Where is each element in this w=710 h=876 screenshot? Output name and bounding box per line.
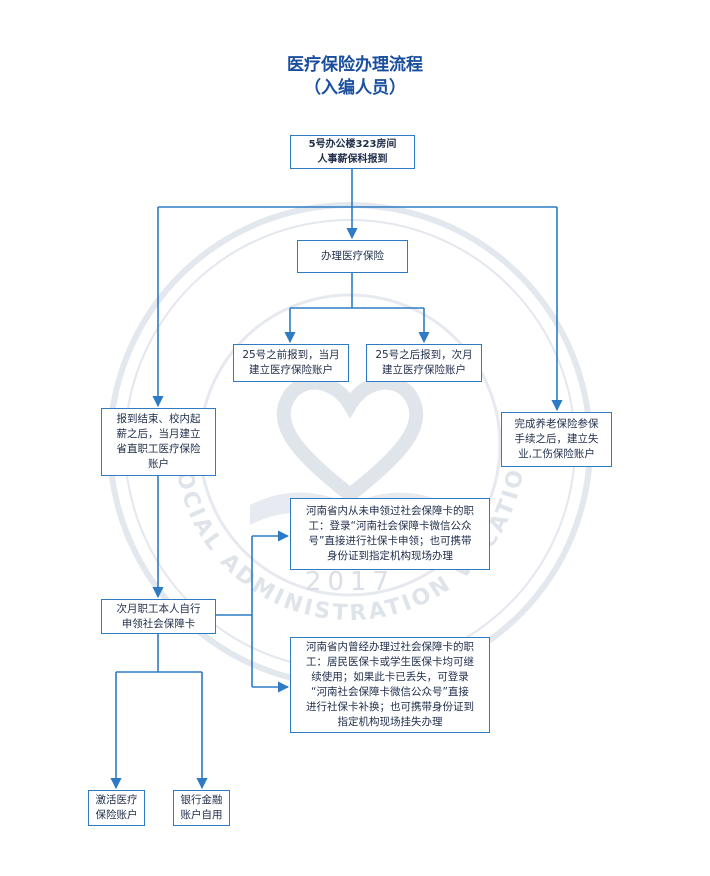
node-report-office: 5号办公楼323房间 人事薪保科报到 xyxy=(290,135,415,169)
node-before-25th: 25号之前报到，当月 建立医疗保险账户 xyxy=(233,344,349,382)
page-subtitle: （入编人员） xyxy=(304,78,406,98)
node-medical-insurance: 办理医疗保险 xyxy=(297,240,408,273)
page-title: 医疗保险办理流程 xyxy=(287,55,423,75)
node-provincial-medical-account: 报到结束、校内起 薪之后，当月建立 省直职工医疗保险 账户 xyxy=(101,408,216,476)
node-self-apply-card: 次月职工本人自行 申领社会保障卡 xyxy=(101,599,216,634)
node-had-card-before: 河南省内曾经办理过社会保障卡的职 工：居民医保卡或学生医保卡均可继 续使用；如果… xyxy=(290,637,490,733)
seal-year: 2017 xyxy=(305,567,395,597)
heart-icon xyxy=(276,375,424,504)
node-never-had-card: 河南省内从未申领过社会保障卡的职 工：登录“河南社会保障卡微信公众 号”直接进行… xyxy=(290,498,490,570)
node-activate-medical-account: 激活医疗 保险账户 xyxy=(88,790,145,826)
node-after-25th: 25号之后报到，次月 建立医疗保险账户 xyxy=(366,344,482,382)
node-unemployment-injury-account: 完成养老保险参保 手续之后，建立失 业,工伤保险账户 xyxy=(501,412,612,467)
node-bank-account-self-use: 银行金融 账户自用 xyxy=(173,790,230,826)
